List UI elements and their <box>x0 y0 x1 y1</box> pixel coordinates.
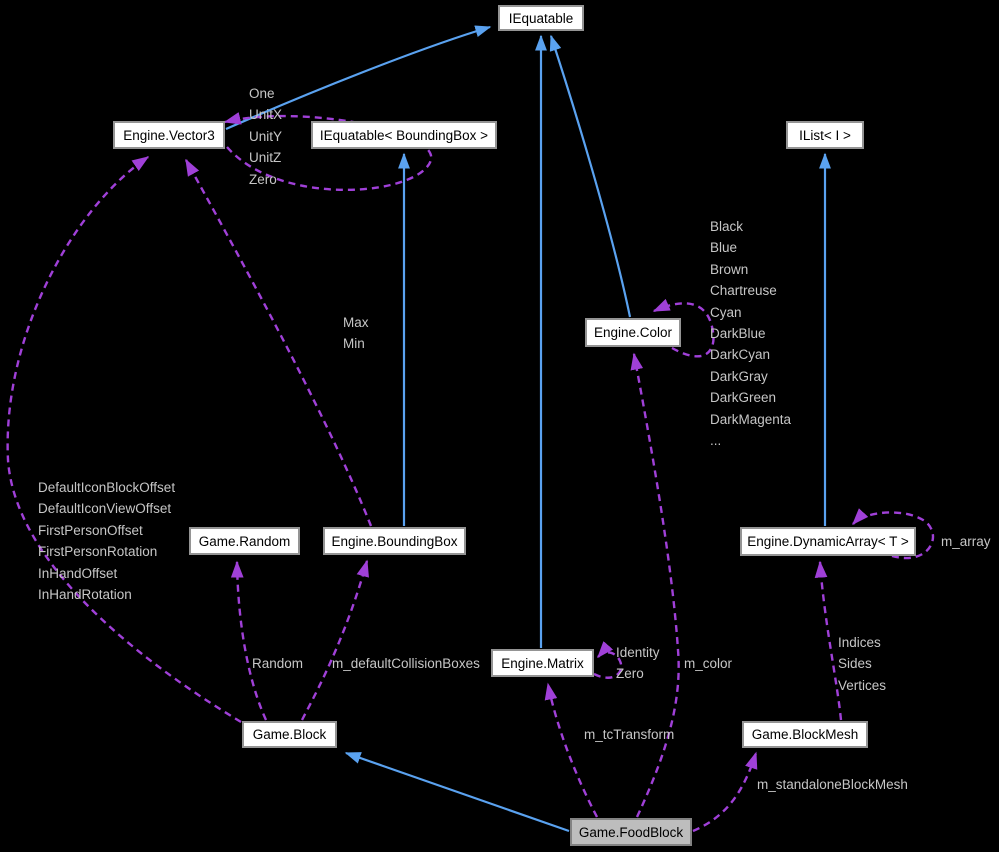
node-engine-matrix[interactable]: Engine.Matrix <box>491 649 594 677</box>
edge-label-line: UnitY <box>249 128 283 144</box>
edge-vector3-self-loop <box>223 112 433 191</box>
edge-label-line: DarkMagenta <box>710 411 792 427</box>
edge-label-line: One <box>249 86 275 101</box>
edge-label-line: Blue <box>710 240 738 256</box>
edge-label-line: FirstPersonOffset <box>38 522 143 538</box>
edge-label-line: Black <box>710 219 744 234</box>
node-engine-boundingbox[interactable]: Engine.BoundingBox <box>323 527 466 555</box>
node-iequatable-boundingbox[interactable]: IEquatable< BoundingBox > <box>311 121 497 149</box>
edge-label-line: Indices <box>838 635 881 650</box>
edge-label-group-collisionboxes-field: m_defaultCollisionBoxes <box>332 653 480 674</box>
edge-label-line: DarkGray <box>710 368 768 384</box>
edge-label-line: m_color <box>684 656 733 671</box>
edge-boundingbox-to-vector3 <box>184 158 373 527</box>
edge-block-to-vector3 <box>6 156 242 724</box>
node-engine-color[interactable]: Engine.Color <box>585 318 681 347</box>
edge-block-to-boundingbox <box>300 559 369 721</box>
node-game-blockmesh[interactable]: Game.BlockMesh <box>742 721 868 748</box>
edge-label-line: Zero <box>249 171 277 187</box>
edge-label-line: Max <box>343 315 369 330</box>
edge-blockmesh-to-dynamicarray <box>814 560 843 721</box>
edge-label-line: Identity <box>616 645 660 660</box>
edge-label-group-tctransform-field: m_tcTransform <box>584 724 674 745</box>
edge-label-line: Zero <box>616 666 644 682</box>
edge-foodblock-to-matrix <box>544 682 599 818</box>
edge-block-to-random <box>230 560 268 721</box>
node-engine-dynamicarray[interactable]: Engine.DynamicArray< T > <box>740 527 916 556</box>
edge-label-line: FirstPersonRotation <box>38 544 158 560</box>
edge-label-line: m_tcTransform <box>584 727 675 742</box>
edge-label-line: DefaultIconViewOffset <box>38 501 172 517</box>
edge-label-line: Sides <box>838 656 872 672</box>
edge-foodblock-to-block <box>344 751 570 833</box>
edge-dynamicarray-self-loop <box>852 508 935 560</box>
edge-foodblock-to-blockmesh <box>692 751 758 833</box>
node-engine-vector3[interactable]: Engine.Vector3 <box>113 121 225 149</box>
edge-label-line: InHandOffset <box>38 565 118 581</box>
edge-label-line: UnitZ <box>249 150 282 166</box>
node-game-foodblock[interactable]: Game.FoodBlock <box>570 818 692 846</box>
node-iequatable[interactable]: IEquatable <box>498 5 584 31</box>
edge-label-line: m_standaloneBlockMesh <box>757 777 908 792</box>
edge-label-line: Chartreuse <box>710 283 777 299</box>
edge-label-group-random-field: Random <box>252 653 303 674</box>
edge-label-line: Brown <box>710 261 749 277</box>
edge-label-line: Vertices <box>838 677 887 693</box>
edge-label-line: Random <box>252 656 304 671</box>
edge-label-line: m_defaultCollisionBoxes <box>332 656 480 671</box>
edge-label-line: ... <box>710 433 722 449</box>
edge-label-group-marray-field: m_array <box>941 531 991 552</box>
edge-label-line: UnitX <box>249 107 283 123</box>
node-game-block[interactable]: Game.Block <box>242 721 337 748</box>
edge-label-line: InHandRotation <box>38 587 132 603</box>
edge-label-line: m_array <box>941 534 991 549</box>
edge-label-line: Min <box>343 336 365 352</box>
edge-label-line: Cyan <box>710 304 742 320</box>
edge-color-to-iequatable <box>549 34 632 318</box>
edge-label-line: DarkBlue <box>710 326 766 342</box>
edge-foodblock-to-color <box>630 352 680 818</box>
edge-label-group-standalone-field: m_standaloneBlockMesh <box>757 774 908 795</box>
edge-color-self-loop <box>652 298 715 358</box>
edge-vector3-to-iequatable <box>225 25 492 131</box>
edge-label-group-mcolor-field: m_color <box>684 653 732 674</box>
edge-label-line: DarkGreen <box>710 390 777 406</box>
node-ilist[interactable]: IList< I > <box>786 121 864 149</box>
node-game-random[interactable]: Game.Random <box>189 527 300 555</box>
edge-label-line: DefaultIconBlockOffset <box>38 480 176 495</box>
edge-matrix-self-loop <box>593 641 623 679</box>
edge-label-line: DarkCyan <box>710 347 771 363</box>
